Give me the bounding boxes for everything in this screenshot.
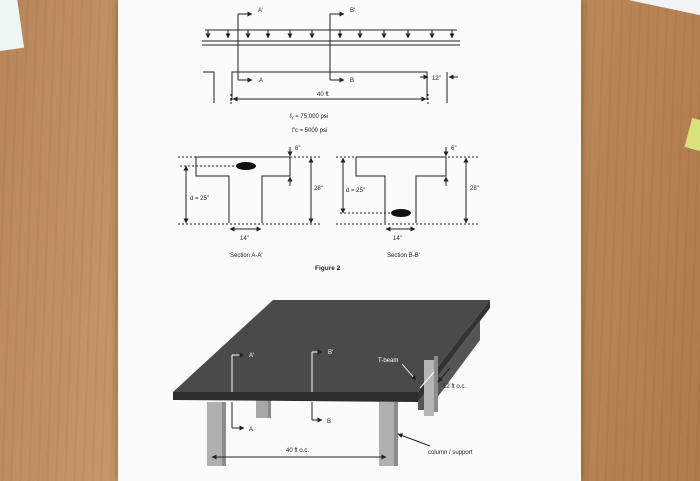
iso-label-a-top: A' xyxy=(249,353,254,359)
rebar-b xyxy=(391,209,411,217)
web-width-label-a: 14" xyxy=(240,236,249,242)
iso-span-label: 40 ft o.c. xyxy=(286,448,309,454)
total-depth-label-a: 28" xyxy=(314,186,323,192)
isometric-view xyxy=(173,300,490,466)
section-b-caption: Section B-B' xyxy=(387,253,420,259)
fc-label: f'c = 5000 psi xyxy=(292,128,327,134)
column xyxy=(256,396,268,418)
column xyxy=(207,402,222,466)
column-label: column / support xyxy=(428,450,473,456)
tbeam-label: T-beam xyxy=(378,358,398,364)
flange-label-b: 6" xyxy=(451,146,456,152)
section-label-a-bottom: A xyxy=(259,78,263,84)
section-label-b-bottom: B xyxy=(350,78,354,84)
rebar-a xyxy=(236,162,256,170)
section-label-b-top: B' xyxy=(350,8,355,14)
column xyxy=(424,360,434,416)
effective-depth-label-b: d = 25" xyxy=(346,188,365,194)
section-a-caption: Section A-A' xyxy=(230,253,263,259)
beam-elevation xyxy=(202,11,460,104)
iso-label-b-bottom: B xyxy=(327,419,331,425)
section-a-drawing xyxy=(178,147,322,232)
spacing-label: 12 ft o.c. xyxy=(443,384,466,390)
iso-label-a-bottom: A xyxy=(249,427,253,433)
span-label: 40 ft xyxy=(317,92,329,98)
figure-caption: Figure 2 xyxy=(315,265,341,272)
flange-label-a: 6" xyxy=(295,146,300,152)
web-width-label-b: 14" xyxy=(393,236,402,242)
section-b-drawing xyxy=(336,147,478,232)
slab-front-edge xyxy=(173,392,418,402)
iso-label-b-top: B' xyxy=(328,350,333,356)
section-label-a-top: A' xyxy=(258,8,263,14)
column xyxy=(379,402,394,466)
distributed-load xyxy=(205,29,457,39)
effective-depth-label-a: d = 25" xyxy=(190,196,209,202)
fy-label: fᵧ = 75,000 psi xyxy=(290,114,328,120)
beam-depth-label: 12" xyxy=(432,76,441,82)
slab-top xyxy=(173,300,490,392)
total-depth-label-b: 28" xyxy=(470,186,479,192)
